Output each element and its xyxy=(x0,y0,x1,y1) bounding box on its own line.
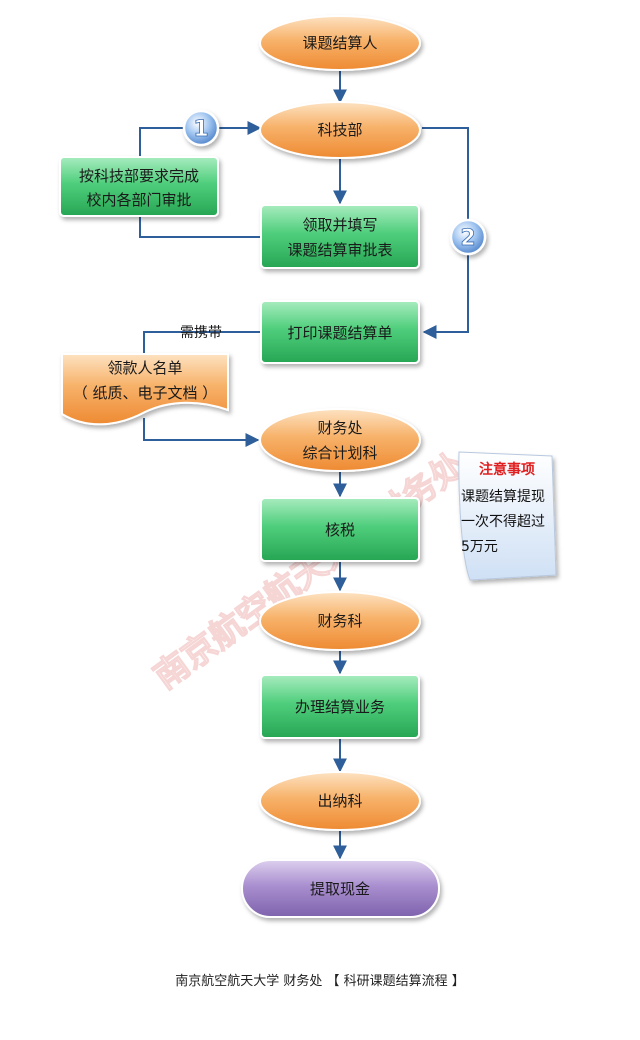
node-withdraw-shape xyxy=(241,859,440,918)
node-person-label: 课题结算人 xyxy=(302,34,377,52)
badge-two: 2 xyxy=(449,218,487,256)
node-payee-list-line-2: （ 纸质、电子文档 ） xyxy=(73,384,218,402)
footer-caption: 南京航空航天大学 财务处 【 科研课题结算流程 】 xyxy=(175,974,465,989)
note-line-1: 课题结算提现 xyxy=(461,489,545,505)
node-tech-dept-label: 科技部 xyxy=(317,121,362,139)
node-print-form-label: 打印课题结算单 xyxy=(287,324,392,342)
node-tax-shape xyxy=(260,497,420,562)
badge-one-circle xyxy=(182,109,220,147)
node-finance-section-shape xyxy=(259,591,421,651)
node-finance-office-shape xyxy=(259,408,421,472)
node-withdraw-label: 提取现金 xyxy=(310,880,370,898)
node-fill-form-shape xyxy=(260,204,420,269)
node-tech-dept-shape xyxy=(259,101,421,159)
node-approve: 按科技部要求完成 校内各部门审批 xyxy=(59,156,219,217)
node-fill-form-line-1: 领取并填写 xyxy=(302,216,377,234)
node-person: 课题结算人 xyxy=(259,15,421,71)
badge-one: 1 xyxy=(182,109,220,147)
line-print-to-payee xyxy=(143,331,260,354)
badge-two-circle xyxy=(449,218,487,256)
node-cashier-label: 出纳科 xyxy=(317,792,362,810)
node-tax: 核税 xyxy=(260,497,420,562)
line-fill-to-approve xyxy=(139,215,260,238)
node-withdraw: 提取现金 xyxy=(241,859,440,918)
node-tax-label: 核税 xyxy=(325,521,355,539)
node-cashier-shape xyxy=(259,771,421,831)
note-card: 注意事项 课题结算提现 一次不得超过 5万元 xyxy=(458,451,557,581)
node-finance-section: 财务科 xyxy=(259,591,421,651)
node-finance-office: 财务处 综合计划科 xyxy=(259,408,421,472)
note-line-3: 5万元 xyxy=(461,539,498,555)
arrow-payee-to-finance xyxy=(143,418,260,447)
note-title: 注意事项 xyxy=(479,461,535,478)
node-tech-dept: 科技部 xyxy=(259,101,421,159)
arrow-approve-to-tech xyxy=(139,121,262,158)
watermark: 南京航空航天大学财务处 xyxy=(146,444,473,697)
node-cashier: 出纳科 xyxy=(259,771,421,831)
node-print-form-shape xyxy=(260,300,420,364)
node-payee-list-shape xyxy=(61,353,229,426)
node-fill-form: 领取并填写 课题结算审批表 xyxy=(260,204,420,269)
node-approve-line-2: 校内各部门审批 xyxy=(86,191,191,209)
node-handle-label: 办理结算业务 xyxy=(295,698,385,716)
note-line-2: 一次不得超过 xyxy=(461,513,545,530)
node-approve-line-1: 按科技部要求完成 xyxy=(79,167,199,185)
node-person-shape xyxy=(259,15,421,71)
need-bring-label: 需携带 xyxy=(180,325,222,341)
node-fill-form-line-2: 课题结算审批表 xyxy=(287,241,392,259)
node-finance-section-label: 财务科 xyxy=(317,612,362,630)
node-handle-shape xyxy=(260,674,420,739)
note-card-shape xyxy=(458,451,557,581)
node-payee-list: 领款人名单 （ 纸质、电子文档 ） xyxy=(61,353,229,426)
node-finance-office-line-1: 财务处 xyxy=(317,419,362,437)
node-approve-shape xyxy=(59,156,219,217)
node-finance-office-line-2: 综合计划科 xyxy=(302,444,377,462)
badge-one-label: 1 xyxy=(193,117,208,142)
badge-two-label: 2 xyxy=(460,226,475,251)
watermark-text: 南京航空航天大学财务处 xyxy=(147,445,473,697)
node-payee-list-line-1: 领款人名单 xyxy=(107,359,182,377)
node-print-form: 打印课题结算单 xyxy=(260,300,420,364)
node-handle: 办理结算业务 xyxy=(260,674,420,739)
